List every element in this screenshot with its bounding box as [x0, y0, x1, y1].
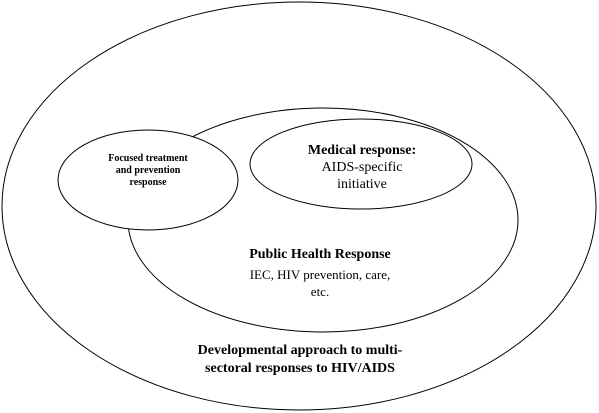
developmental-line-1: Developmental approach to multi- [197, 343, 403, 358]
focused-line-3: response [129, 177, 167, 188]
developmental-line-2: sectoral responses to HIV/AIDS [205, 361, 395, 376]
medical-line-1: AIDS-specific [321, 160, 403, 175]
medical-ellipse [249, 118, 473, 210]
public-health-line-1: IEC, HIV prevention, care, [249, 267, 391, 282]
public-health-line-2: etc. [310, 284, 330, 299]
focused-response-label: Focused treatment and prevention respons… [78, 153, 218, 189]
focused-ellipse [57, 129, 239, 231]
medical-line-2: initiative [337, 177, 387, 192]
focused-line-1: Focused treatment [108, 153, 188, 164]
public-health-title: Public Health Response [249, 247, 391, 262]
focused-line-2: and prevention [115, 165, 181, 176]
medical-response-title: Medical response: [307, 143, 417, 158]
medical-response-body: AIDS-specific initiative [262, 159, 462, 193]
